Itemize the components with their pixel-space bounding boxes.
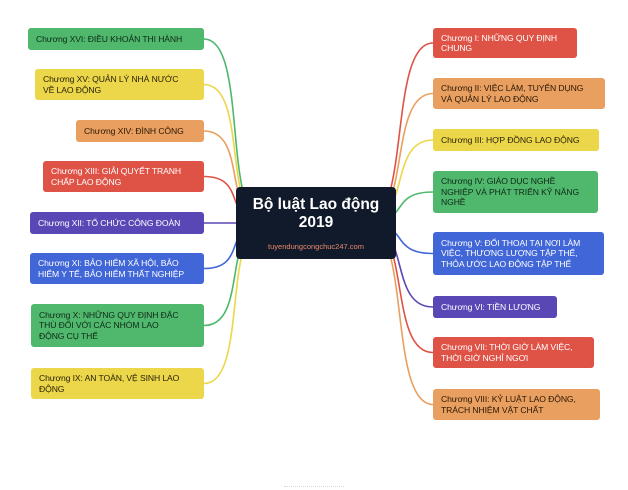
branch-chuong-xiv[interactable]: Chương XIV: ĐÌNH CÔNG bbox=[76, 120, 204, 142]
branch-chuong-vi[interactable]: Chương VI: TIỀN LƯƠNG bbox=[433, 296, 557, 318]
branch-chuong-x[interactable]: Chương X: NHỮNG QUY ĐỊNH ĐẶC THÙ ĐỐI VỚI… bbox=[31, 304, 204, 347]
branch-chuong-xv[interactable]: Chương XV: QUẢN LÝ NHÀ NƯỚC VỀ LAO ĐỘNG bbox=[35, 69, 204, 100]
branch-chuong-iv[interactable]: Chương IV: GIÁO DỤC NGHỀ NGHIỆP VÀ PHÁT … bbox=[433, 171, 598, 213]
branch-chuong-ii[interactable]: Chương II: VIỆC LÀM, TUYỂN DỤNG VÀ QUẢN … bbox=[433, 78, 605, 109]
branch-chuong-xvi[interactable]: Chương XVI: ĐIỀU KHOẢN THI HÀNH bbox=[28, 28, 204, 50]
central-url: tuyendungcongchuc247.com bbox=[268, 242, 364, 251]
footer-watermark bbox=[284, 486, 344, 490]
branch-chuong-iii[interactable]: Chương III: HỢP ĐỒNG LAO ĐỘNG bbox=[433, 129, 599, 151]
branch-chuong-xi[interactable]: Chương XI: BẢO HIỂM XÃ HỘI, BẢO HIỂM Y T… bbox=[30, 253, 204, 284]
central-topic: Bộ luật Lao động 2019 tuyendungcongchuc2… bbox=[236, 187, 396, 259]
branch-chuong-ix[interactable]: Chương IX: AN TOÀN, VỆ SINH LAO ĐỘNG bbox=[31, 368, 204, 399]
branch-chuong-vii[interactable]: Chương VII: THỜI GIỜ LÀM VIỆC, THỜI GIỜ … bbox=[433, 337, 594, 368]
branch-chuong-xiii[interactable]: Chương XIII: GIẢI QUYẾT TRANH CHẤP LAO Đ… bbox=[43, 161, 204, 192]
central-title: Bộ luật Lao động 2019 bbox=[252, 196, 380, 231]
branch-chuong-xii[interactable]: Chương XII: TỔ CHỨC CÔNG ĐOÀN bbox=[30, 212, 204, 234]
branch-chuong-i[interactable]: Chương I: NHỮNG QUY ĐỊNH CHUNG bbox=[433, 28, 577, 58]
branch-chuong-v[interactable]: Chương V: ĐỐI THOẠI TẠI NƠI LÀM VIỆC, TH… bbox=[433, 232, 604, 275]
branch-chuong-viii[interactable]: Chương VIII: KỶ LUẬT LAO ĐỘNG, TRÁCH NHI… bbox=[433, 389, 600, 420]
